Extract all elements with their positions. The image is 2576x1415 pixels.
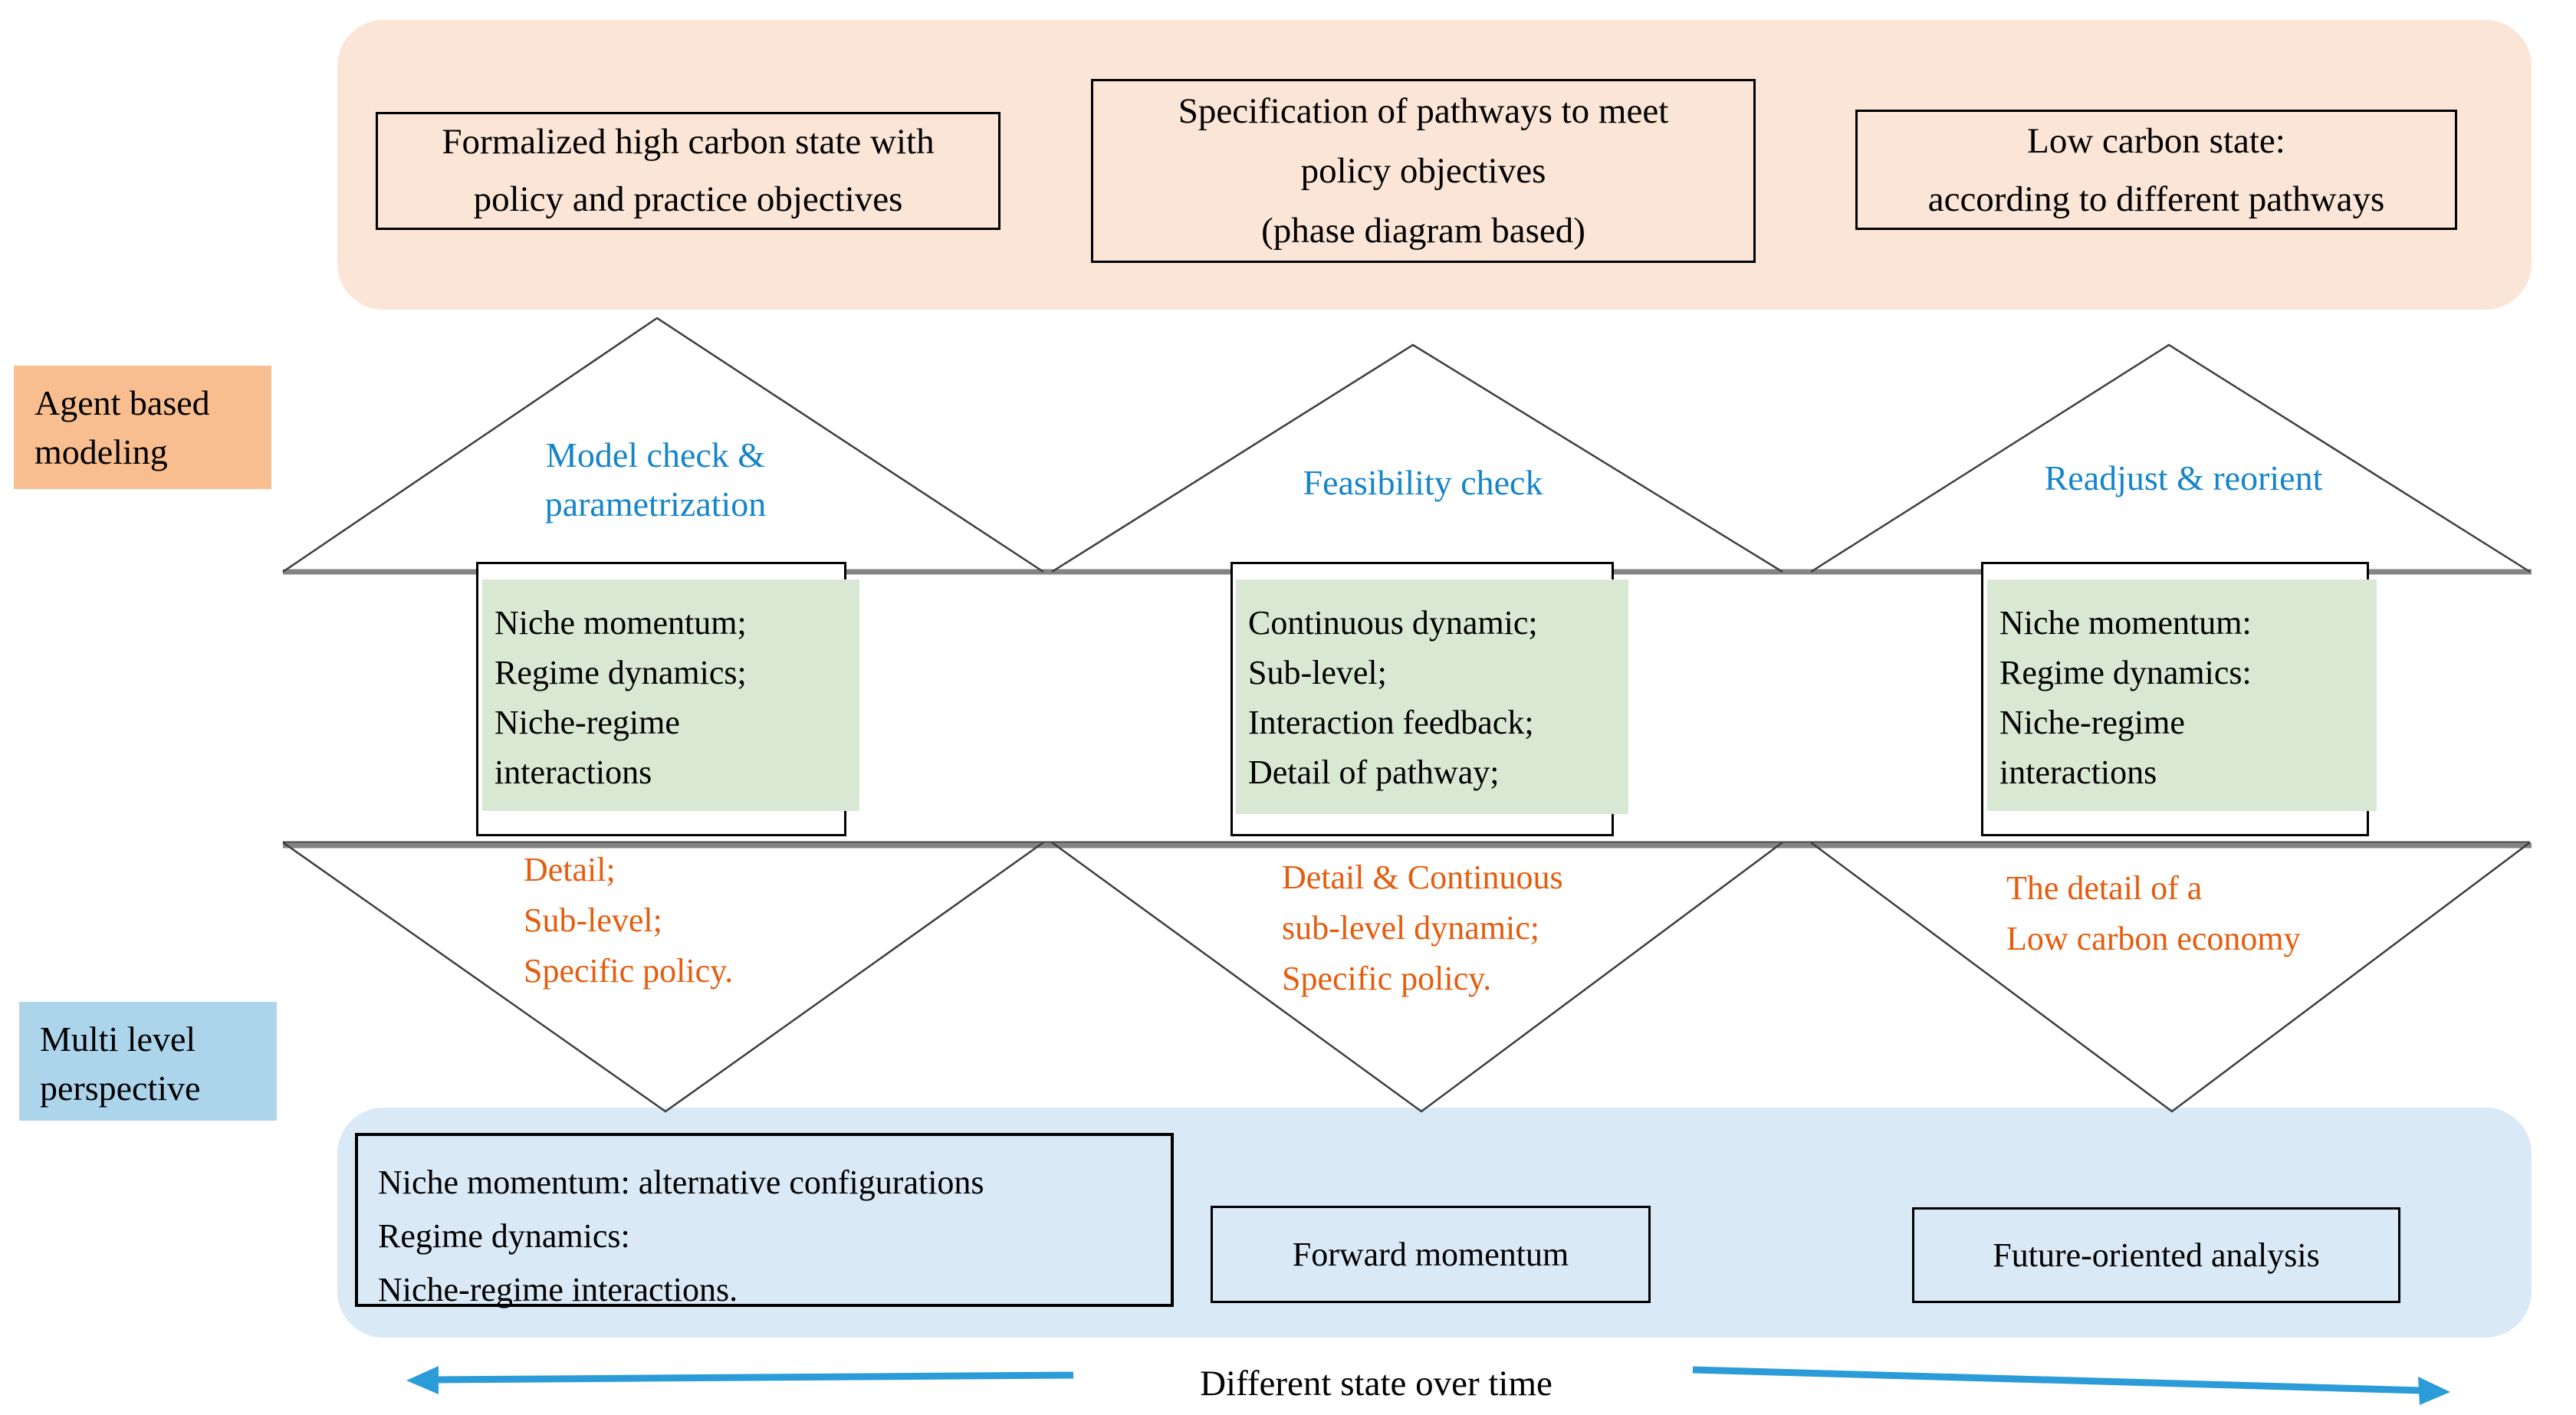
green-box-line: interactions bbox=[495, 753, 652, 791]
triangle-label-line: Feasibility check bbox=[1303, 463, 1543, 502]
lower-triangle-1 bbox=[282, 841, 1044, 1113]
mlp-box-line: Regime dynamics: bbox=[378, 1217, 630, 1255]
timeline-arrow-right bbox=[1692, 1366, 2450, 1405]
timeline-caption: Different state over time bbox=[1200, 1364, 1552, 1404]
triangle-label-line: Sub-level; bbox=[524, 901, 662, 939]
upper-triangle-label-2: Feasibility check bbox=[1155, 458, 1691, 507]
state-box-line: Low carbon state: bbox=[2027, 120, 2285, 161]
state-box-line: (phase diagram based) bbox=[1261, 211, 1585, 251]
label-line: perspective bbox=[40, 1069, 201, 1108]
green-box-line: Interaction feedback; bbox=[1248, 704, 1534, 741]
upper-triangle-1 bbox=[282, 317, 1044, 573]
green-box-line: Sub-level; bbox=[1248, 654, 1387, 691]
upper-triangle-label-3: Readjust & reorient bbox=[1915, 454, 2452, 503]
mlp-box-niche-momentum: Niche momentum: alternative configuratio… bbox=[355, 1133, 1174, 1308]
green-box-line: interactions bbox=[1999, 753, 2157, 791]
green-box-line: Regime dynamics: bbox=[1999, 654, 2252, 691]
green-box-line: Continuous dynamic; bbox=[1248, 604, 1538, 642]
label-multi-level-perspective: Multi level perspective bbox=[19, 1002, 277, 1121]
green-box-line: Regime dynamics; bbox=[495, 654, 747, 691]
triangle-label-line: parametrization bbox=[544, 484, 767, 524]
timeline-arrow-left bbox=[406, 1366, 1074, 1394]
lower-triangle-label-2: Detail & Continuous sub-level dynamic; S… bbox=[1282, 852, 1563, 1004]
mlp-box-line: Forward momentum bbox=[1292, 1236, 1569, 1273]
green-content-box-2: Continuous dynamic; Sub-level; Interacti… bbox=[1236, 579, 1628, 814]
label-line: Agent based bbox=[34, 383, 210, 422]
triangle-label-line: The detail of a bbox=[2006, 869, 2203, 907]
mlp-box-line: Niche momentum: alternative configuratio… bbox=[378, 1164, 984, 1201]
mlp-box-forward-momentum: Forward momentum bbox=[1211, 1206, 1651, 1303]
triangle-label-line: Detail; bbox=[524, 851, 616, 888]
triangle-label-line: Specific policy. bbox=[524, 952, 734, 990]
triangle-label-line: sub-level dynamic; bbox=[1282, 909, 1540, 947]
green-box-line: Niche momentum; bbox=[495, 604, 747, 642]
green-box-line: Niche momentum: bbox=[1999, 604, 2252, 642]
state-box-line: Formalized high carbon state with bbox=[442, 122, 935, 162]
bottom-phase-panel bbox=[337, 1108, 2532, 1338]
label-line: Multi level bbox=[40, 1019, 196, 1059]
label-line: modeling bbox=[34, 432, 168, 471]
lower-triangle-3 bbox=[1810, 841, 2531, 1113]
triangle-label-line: Readjust & reorient bbox=[2044, 458, 2323, 497]
mlp-box-line: Niche-regime interactions. bbox=[378, 1271, 738, 1308]
lower-triangle-label-1: Detail; Sub-level; Specific policy. bbox=[524, 845, 733, 996]
label-agent-based-modeling: Agent based modeling bbox=[14, 366, 271, 489]
state-box-line: Specification of pathways to meet bbox=[1178, 91, 1669, 131]
green-content-box-3: Niche momentum: Regime dynamics: Niche-r… bbox=[1987, 579, 2377, 811]
state-box-pathway-spec: Specification of pathways to meet policy… bbox=[1091, 79, 1756, 263]
state-box-line: policy objectives bbox=[1300, 151, 1546, 191]
upper-triangle-3 bbox=[1810, 343, 2531, 573]
mlp-box-line: Future-oriented analysis bbox=[1993, 1236, 2320, 1274]
lower-triangle-label-3: The detail of a Low carbon economy bbox=[2006, 863, 2301, 964]
upper-triangle-label-1: Model check & parametrization bbox=[387, 431, 924, 529]
state-box-line: according to different pathways bbox=[1927, 179, 2385, 219]
triangle-label-line: Low carbon economy bbox=[2006, 920, 2301, 957]
lower-triangle-2 bbox=[1051, 841, 1783, 1113]
state-box-high-carbon: Formalized high carbon state with policy… bbox=[376, 112, 1001, 230]
green-box-line: Detail of pathway; bbox=[1248, 753, 1500, 791]
triangle-label-line: Detail & Continuous bbox=[1282, 859, 1563, 896]
green-box-line: Niche-regime bbox=[1999, 704, 2185, 741]
triangle-label-line: Model check & bbox=[545, 435, 766, 474]
green-content-box-1: Niche momentum; Regime dynamics; Niche-r… bbox=[482, 579, 859, 811]
upper-triangle-2 bbox=[1051, 343, 1783, 573]
mlp-box-future-oriented: Future-oriented analysis bbox=[1912, 1207, 2400, 1303]
triangle-label-line: Specific policy. bbox=[1282, 960, 1492, 997]
state-box-low-carbon: Low carbon state: according to different… bbox=[1855, 110, 2457, 230]
state-box-line: policy and practice objectives bbox=[473, 179, 903, 219]
green-box-line: Niche-regime bbox=[495, 704, 680, 741]
